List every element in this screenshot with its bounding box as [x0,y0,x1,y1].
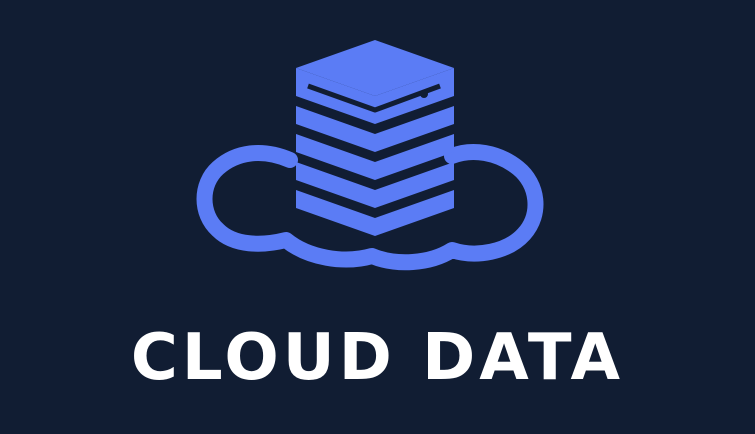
server-stack [296,40,454,236]
server-layer-4 [296,162,454,208]
server-status-led [420,90,428,98]
server-layer-5 [296,190,454,236]
cloud-server-icon [196,40,544,271]
server-layer-1 [296,68,454,124]
server-layer-2 [296,106,454,152]
server-layer-3 [296,134,454,180]
server-slot [307,83,441,113]
brand-name: CLOUD DATA [130,321,625,395]
cloud-outline [196,144,544,271]
